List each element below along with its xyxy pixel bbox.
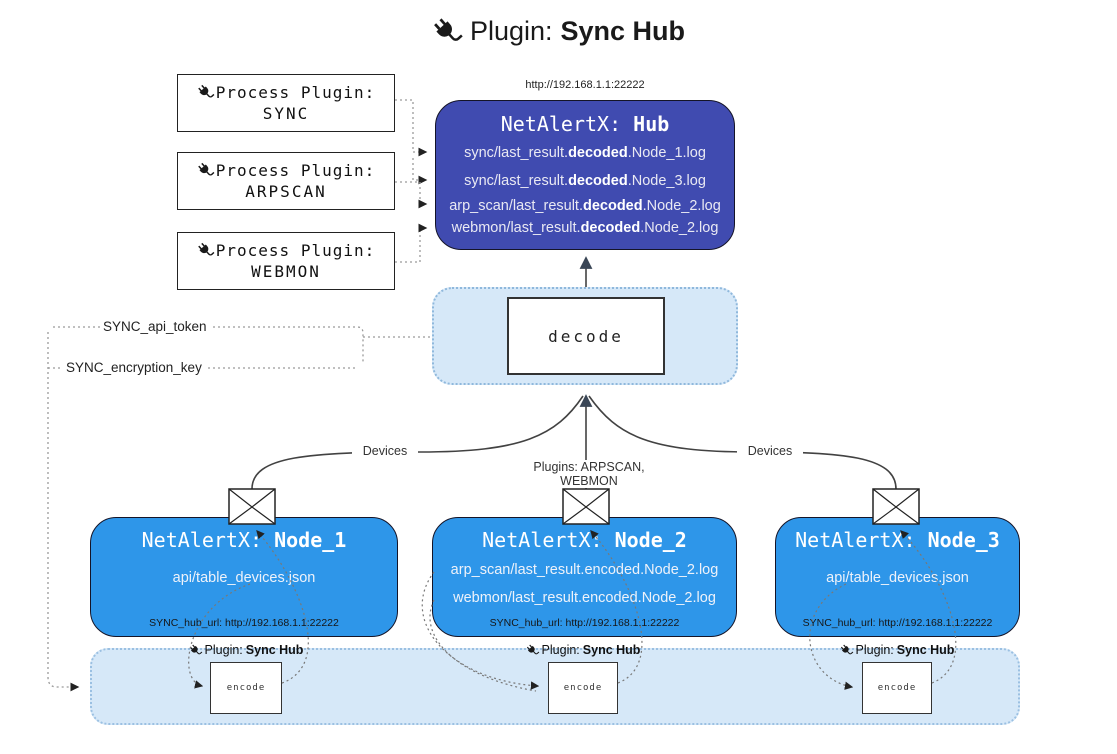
- netalertx-hub-node: NetAlertX: Hub sync/last_result.decoded.…: [435, 100, 735, 250]
- diagram-title: Plugin: Sync Hub: [0, 16, 1117, 47]
- hub-file-line: webmon/last_result.decoded.Node_2.log: [451, 220, 719, 236]
- node-hub-url: SYNC_hub_url: http://192.168.1.1:22222: [802, 617, 993, 629]
- node-hub-url: SYNC_hub_url: http://192.168.1.1:22222: [149, 617, 339, 629]
- node-title: NetAlertX: Node_3: [795, 528, 1000, 552]
- hub-file-line: sync/last_result.decoded.Node_1.log: [464, 145, 706, 161]
- encode-box: encode: [210, 662, 282, 714]
- plug-icon: [523, 641, 541, 659]
- plugins-mid-label: Plugins: ARPSCAN, WEBMON: [503, 460, 675, 488]
- hub-file-line: arp_scan/last_result.decoded.Node_2.log: [449, 198, 721, 214]
- hub-input-connectors: [395, 99, 428, 263]
- plug-icon: [837, 641, 855, 659]
- node-file: api/table_devices.json: [826, 570, 969, 586]
- process-plugin-label: Process Plugin:: [215, 83, 376, 102]
- process-plugin-label: Process Plugin:: [215, 161, 376, 180]
- sync-encryption-key-label: SYNC_encryption_key: [63, 360, 205, 375]
- hub-file-line: sync/last_result.decoded.Node_3.log: [464, 173, 706, 189]
- plug-icon: [186, 641, 204, 659]
- node-file: api/table_devices.json: [172, 570, 316, 586]
- process-plugin-sync: Process Plugin: SYNC: [177, 74, 395, 132]
- devices-left-label: Devices: [352, 444, 418, 458]
- sync-api-token-label: SYNC_api_token: [100, 319, 210, 334]
- process-plugin-arpscan: Process Plugin: ARPSCAN: [177, 152, 395, 210]
- title-name: Sync Hub: [560, 16, 686, 46]
- plug-icon: [193, 80, 217, 104]
- netalertx-node-2: NetAlertX: Node_2 arp_scan/last_result.e…: [432, 517, 737, 637]
- node-file: arp_scan/last_result.encoded.Node_2.log: [450, 562, 719, 578]
- node-title: NetAlertX: Node_1: [141, 528, 347, 552]
- plug-icon: [426, 10, 468, 52]
- process-plugin-name: WEBMON: [251, 262, 321, 281]
- plug-icon: [193, 238, 217, 262]
- plug-icon: [193, 158, 217, 182]
- encode-box: encode: [862, 662, 932, 714]
- node-hub-url: SYNC_hub_url: http://192.168.1.1:22222: [489, 617, 680, 629]
- netalertx-node-3: NetAlertX: Node_3 api/table_devices.json…: [775, 517, 1020, 637]
- devices-right-label: Devices: [737, 444, 803, 458]
- encode-group-label: Plugin: Sync Hub: [518, 643, 648, 657]
- netalertx-node-1: NetAlertX: Node_1 api/table_devices.json…: [90, 517, 398, 637]
- hub-title: NetAlertX: Hub: [500, 112, 670, 136]
- decode-box: decode: [507, 297, 665, 375]
- process-plugin-name: SYNC: [262, 104, 310, 123]
- hub-url-label: http://192.168.1.1:22222: [525, 79, 645, 91]
- encode-group-label: Plugin: Sync Hub: [181, 643, 311, 657]
- process-plugin-webmon: Process Plugin: WEBMON: [177, 232, 395, 290]
- title-label: Plugin:: [469, 16, 553, 46]
- process-plugin-name: ARPSCAN: [245, 182, 327, 201]
- encode-group-label: Plugin: Sync Hub: [832, 643, 962, 657]
- node-title: NetAlertX: Node_2: [482, 528, 687, 552]
- encode-box: encode: [548, 662, 618, 714]
- node-file: webmon/last_result.encoded.Node_2.log: [453, 590, 716, 606]
- process-plugin-label: Process Plugin:: [215, 241, 376, 260]
